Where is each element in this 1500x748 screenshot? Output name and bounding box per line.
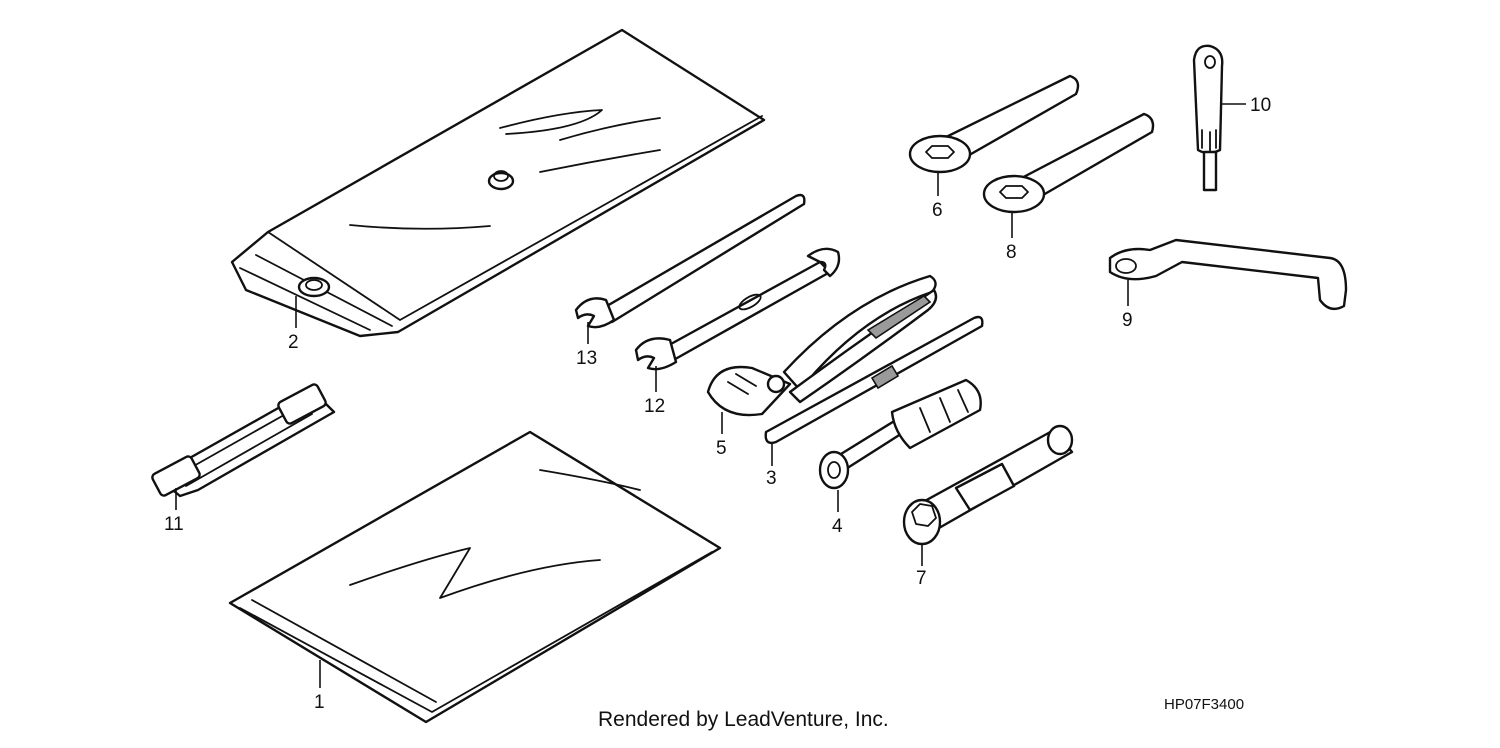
callout-13: 13 [576,348,597,369]
callout-12: 12 [644,396,665,417]
part-13-wrench[interactable] [574,193,806,329]
callout-8: 8 [1006,242,1017,263]
part-5-pliers[interactable] [706,274,938,417]
callout-4: 4 [832,516,843,537]
callout-10: 10 [1250,95,1271,116]
part-10-screwdriver[interactable] [1192,44,1224,192]
callout-7: 7 [916,568,927,589]
leader-lines [175,103,1246,688]
part-11-strap[interactable] [151,383,336,498]
part-8-box-wrench[interactable] [982,112,1155,214]
callout-11: 11 [164,514,184,535]
callout-2: 2 [288,332,299,353]
part-3-screwdriver-shaft[interactable] [764,315,984,445]
part-2-tool-bag[interactable] [230,28,766,338]
part-6-box-wrench[interactable] [908,74,1080,174]
callout-1: 1 [314,692,325,713]
part-12-double-wrench[interactable] [634,247,841,371]
callout-6: 6 [932,200,943,221]
callout-5: 5 [716,438,727,459]
render-credit: Rendered by LeadVenture, Inc. [598,708,889,731]
part-1-manual-pouch[interactable] [228,430,722,724]
part-4-screwdriver-handle[interactable] [818,378,982,490]
part-7-spark-plug-wrench[interactable] [902,424,1074,546]
drawing-code: HP07F3400 [1164,696,1245,713]
callout-labels: 2 1 11 13 12 5 3 4 7 6 8 9 10 [164,95,1271,713]
callout-9: 9 [1122,310,1133,331]
part-9-offset-wrench[interactable] [1108,238,1348,311]
callout-3: 3 [766,468,777,489]
